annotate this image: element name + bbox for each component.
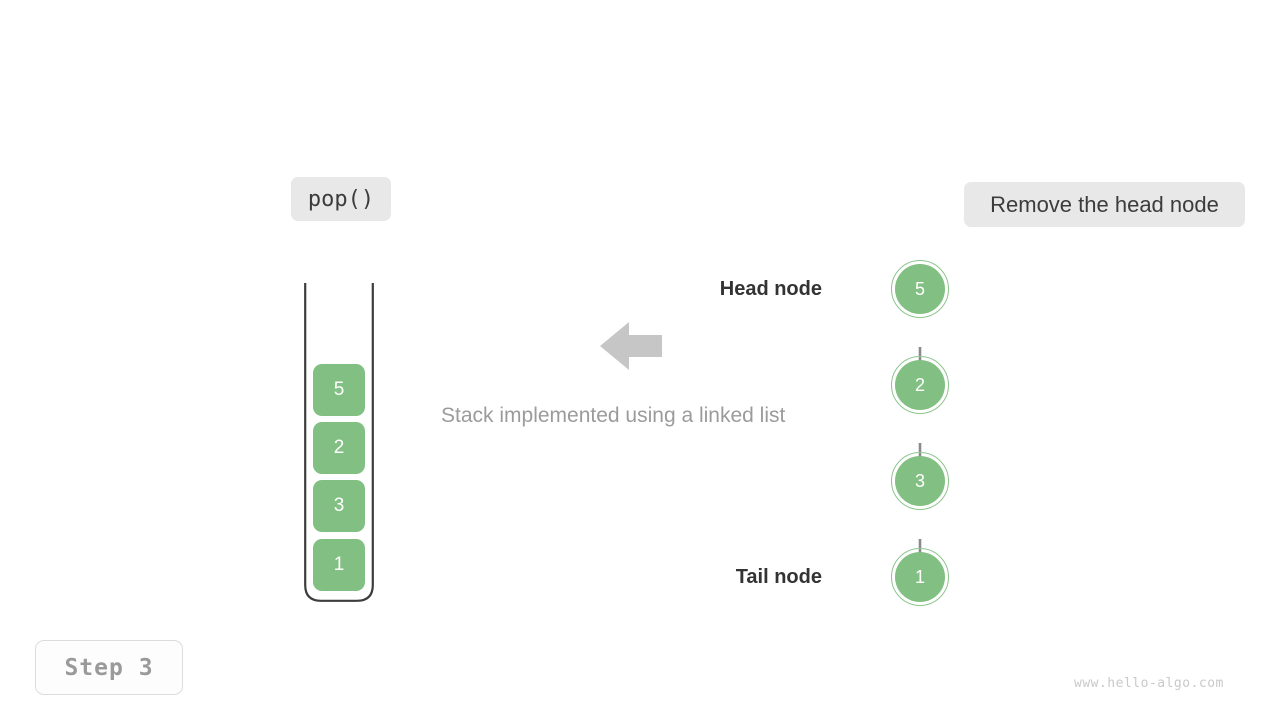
stack-container: 5 2 3 1 xyxy=(304,283,374,602)
diagram-caption: Stack implemented using a linked list xyxy=(441,404,786,427)
linked-list-node-tail: 1 xyxy=(891,548,949,606)
action-description-label: Remove the head node xyxy=(964,182,1245,227)
node-ring xyxy=(891,452,949,510)
head-node-label: Head node xyxy=(719,278,822,300)
step-indicator: Step 3 xyxy=(35,640,183,695)
node-value: 5 xyxy=(895,264,945,314)
site-watermark: www.hello-algo.com xyxy=(1074,676,1224,691)
node-ring xyxy=(891,260,949,318)
stack-cell: 3 xyxy=(313,480,365,532)
linked-list-diagram: Head node Tail node 5 2 3 1 xyxy=(720,250,1000,620)
stack-cell: 2 xyxy=(313,422,365,474)
linked-list-node: 3 xyxy=(891,452,949,510)
linked-list-node: 2 xyxy=(891,356,949,414)
node-value: 1 xyxy=(895,552,945,602)
linked-list-node-head: 5 xyxy=(891,260,949,318)
arrow-left-icon xyxy=(600,322,662,370)
node-value: 3 xyxy=(895,456,945,506)
node-ring xyxy=(891,548,949,606)
stack-container-outline xyxy=(304,283,374,602)
node-value: 2 xyxy=(895,360,945,410)
operation-label: pop() xyxy=(291,177,391,221)
tail-node-label: Tail node xyxy=(735,566,822,588)
stack-cell: 5 xyxy=(313,364,365,416)
node-ring xyxy=(891,356,949,414)
linked-list-connectors xyxy=(913,347,927,572)
stack-cell: 1 xyxy=(313,539,365,591)
